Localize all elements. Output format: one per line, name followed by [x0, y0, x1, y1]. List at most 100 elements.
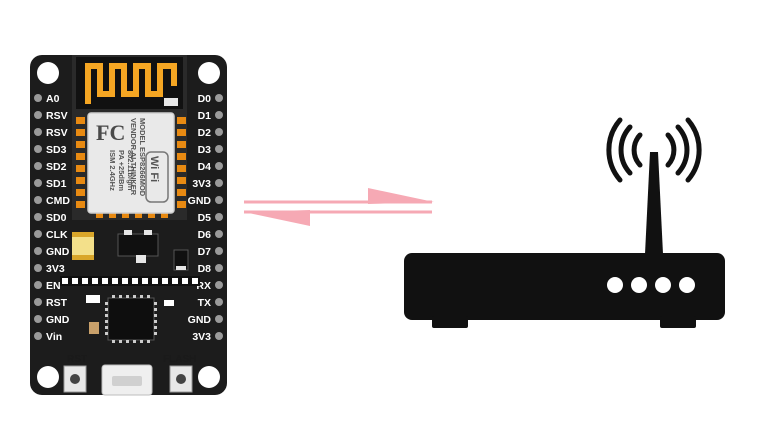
smd-pad	[142, 278, 148, 284]
arrow-to-router	[244, 188, 434, 204]
module-line-5: 802.11b/g/n	[126, 150, 135, 191]
router-led	[679, 277, 695, 293]
pin-pad	[215, 298, 223, 306]
flash-button-label: FLASH	[163, 354, 196, 365]
left-pin-label: RSV	[46, 127, 68, 139]
left-pin-label: 3V3	[46, 263, 65, 275]
smd-pad	[82, 278, 88, 284]
pin-pad	[215, 281, 223, 289]
right-pin-label: D8	[198, 263, 212, 275]
smd-pad	[182, 278, 188, 284]
pin-pad	[34, 196, 42, 204]
pin-pad	[215, 247, 223, 255]
led-yellow	[72, 232, 94, 260]
right-pin-label: TX	[198, 297, 211, 309]
right-pin-label: GND	[188, 314, 212, 326]
arrow-to-board	[244, 210, 432, 226]
mounting-hole	[198, 366, 220, 388]
wifi-mark: Wi Fi	[148, 156, 160, 182]
router-led	[655, 277, 671, 293]
module-line-4: PA +25dBm	[117, 150, 126, 191]
router-led	[607, 277, 623, 293]
mounting-hole	[37, 366, 59, 388]
left-pin-label: GND	[46, 314, 70, 326]
pin-pad	[34, 111, 42, 119]
smd-pad	[172, 278, 178, 284]
smd-pad	[72, 278, 78, 284]
smd-pad	[162, 278, 168, 284]
left-pin-label: RSV	[46, 110, 68, 122]
pin-pad	[215, 179, 223, 187]
right-pin-label: 3V3	[192, 331, 211, 343]
right-pin-label: GND	[188, 195, 212, 207]
right-pin-label: D1	[198, 110, 212, 122]
smd-pad	[92, 278, 98, 284]
fcc-mark: FC	[96, 120, 125, 145]
right-pin-label: D3	[198, 144, 212, 156]
pin-pad	[34, 230, 42, 238]
left-pin-label: SD2	[46, 161, 67, 173]
voltage-regulator	[117, 233, 159, 257]
right-pin-label: D6	[198, 229, 212, 241]
module-line-1: MODEL ESP8266MOD	[138, 118, 147, 197]
pin-pad	[215, 230, 223, 238]
smd-resistor-row	[62, 278, 198, 284]
right-pin-label: RX	[196, 280, 211, 292]
mounting-hole	[198, 62, 220, 84]
pin-pad	[215, 332, 223, 340]
router-leds	[607, 277, 695, 293]
pin-pad	[34, 247, 42, 255]
left-pin-label: A0	[46, 93, 60, 105]
module-line-3: ISM 2.4GHz	[108, 150, 117, 191]
smd-resistor	[164, 300, 174, 306]
wifi-signal-icon	[606, 117, 702, 183]
pin-pad	[215, 264, 223, 272]
pin-pad	[34, 213, 42, 221]
smd-pad	[122, 278, 128, 284]
left-pin-label: EN	[46, 280, 61, 292]
router-body	[404, 253, 725, 320]
smd-pad	[62, 278, 68, 284]
smd-pad	[132, 278, 138, 284]
left-pin-label: SD3	[46, 144, 67, 156]
pin-pad	[34, 281, 42, 289]
pin-pad	[34, 94, 42, 102]
right-pin-label: D5	[198, 212, 212, 224]
data-exchange-arrows	[244, 188, 434, 226]
esp8266-module: FC MODEL ESP8266MOD VENDOR AI-THINKER IS…	[72, 55, 187, 220]
pin-pad	[215, 111, 223, 119]
pin-pad	[34, 128, 42, 136]
module-pads	[76, 117, 186, 218]
pcb-antenna-trace	[85, 63, 177, 104]
router-foot	[660, 316, 696, 328]
pin-pad	[215, 213, 223, 221]
pin-pad	[34, 332, 42, 340]
right-pin-label: D2	[198, 127, 212, 139]
router-led	[631, 277, 647, 293]
smd-pad	[152, 278, 158, 284]
pin-pad	[34, 162, 42, 170]
pin-pad	[215, 315, 223, 323]
pin-pad	[215, 196, 223, 204]
smd-pad	[192, 278, 198, 284]
right-pin-label: D0	[198, 93, 212, 105]
left-pin-label: Vin	[46, 331, 62, 343]
right-pin-label: D4	[198, 161, 212, 173]
smd-capacitor	[89, 322, 99, 334]
pin-pad	[34, 179, 42, 187]
pin-pad	[34, 315, 42, 323]
left-pin-label: GND	[46, 246, 70, 258]
left-pin-label: SD1	[46, 178, 67, 190]
left-pin-header: A0RSVRSVSD3SD2SD1CMDSD0CLKGND3V3ENRSTGND…	[34, 93, 70, 343]
nodemcu-board: FC MODEL ESP8266MOD VENDOR AI-THINKER IS…	[30, 55, 227, 396]
smd-resistor	[86, 295, 100, 303]
right-pin-label: D7	[198, 246, 212, 258]
left-pin-label: RST	[46, 297, 68, 309]
pin-pad	[34, 264, 42, 272]
right-pin-label: 3V3	[192, 178, 211, 190]
router-antenna	[645, 152, 663, 254]
pin-pad	[215, 145, 223, 153]
usb-uart-chip	[107, 297, 155, 341]
